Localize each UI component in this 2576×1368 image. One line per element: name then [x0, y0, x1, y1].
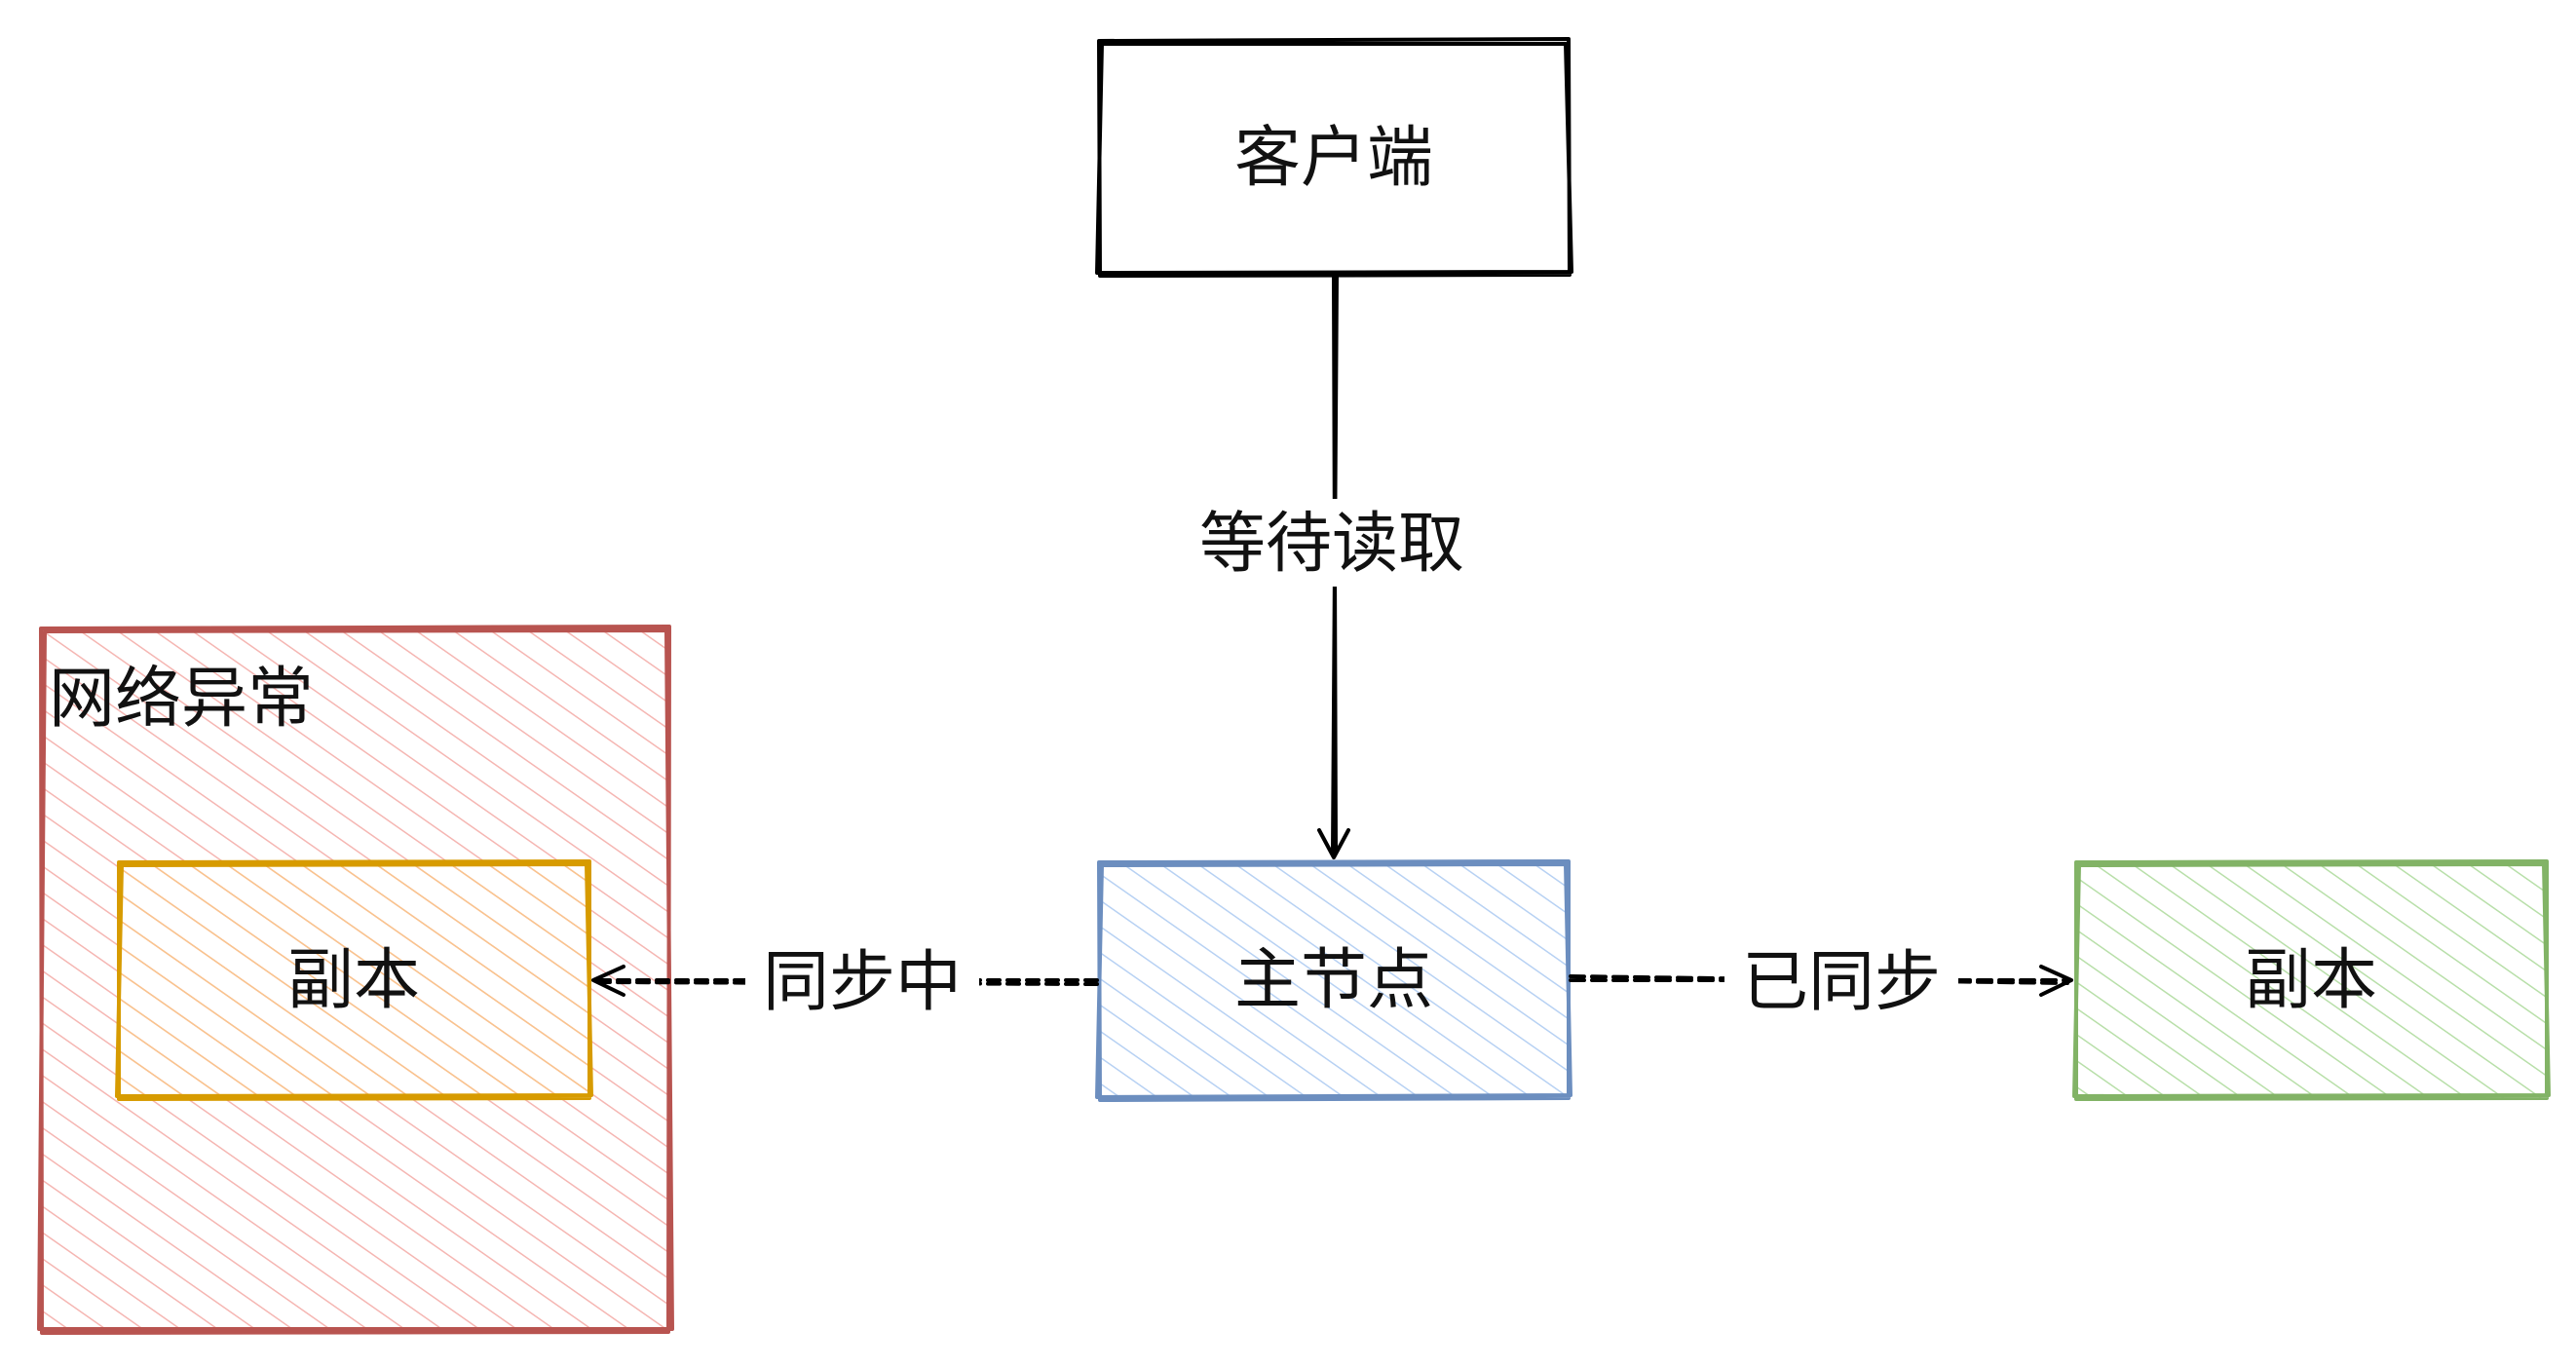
replica-left-fill: [119, 862, 589, 1098]
network-fault-group-label: 网络异常: [49, 661, 314, 738]
client-node[interactable]: 客户端: [1095, 37, 1573, 278]
replica-left-label: 副本: [287, 942, 420, 1019]
client-label: 客户端: [1234, 120, 1433, 197]
edge-syncing-label-bg: [745, 935, 979, 1025]
edge-syncing-label: 同步中: [763, 944, 962, 1021]
edge-read-wait-label-bg: [1171, 499, 1493, 587]
replica-right-label: 副本: [2245, 942, 2377, 1019]
edge-synced[interactable]: 已同步: [1569, 935, 2073, 1025]
replica-right-fill: [2076, 862, 2547, 1098]
primary-border: [1095, 859, 1572, 1102]
edge-syncing-arrowhead: [591, 965, 625, 997]
primary-fill: [1099, 862, 1569, 1098]
primary-node[interactable]: 主节点: [1095, 859, 1572, 1102]
replica-right-border: [2072, 859, 2551, 1101]
edge-synced-label-bg: [1724, 935, 1958, 1025]
edge-synced-arrowhead: [2039, 965, 2073, 997]
edge-read-wait[interactable]: 等待读取: [1171, 275, 1493, 859]
replica-right-node[interactable]: 副本: [2072, 859, 2551, 1101]
edge-syncing[interactable]: 同步中: [591, 935, 1099, 1025]
replica-left-border: [115, 859, 593, 1101]
primary-label: 主节点: [1234, 942, 1433, 1019]
client-border: [1095, 37, 1573, 278]
edge-read-wait-arrowhead: [1317, 828, 1350, 859]
edge-read-wait-label: 等待读取: [1199, 506, 1464, 583]
client-fill: [1099, 41, 1569, 275]
network-fault-group-border: [37, 625, 674, 1335]
edge-synced-label: 已同步: [1742, 944, 1941, 1021]
edge-syncing-line: [595, 978, 1099, 986]
replica-left-node[interactable]: 副本: [115, 859, 593, 1101]
